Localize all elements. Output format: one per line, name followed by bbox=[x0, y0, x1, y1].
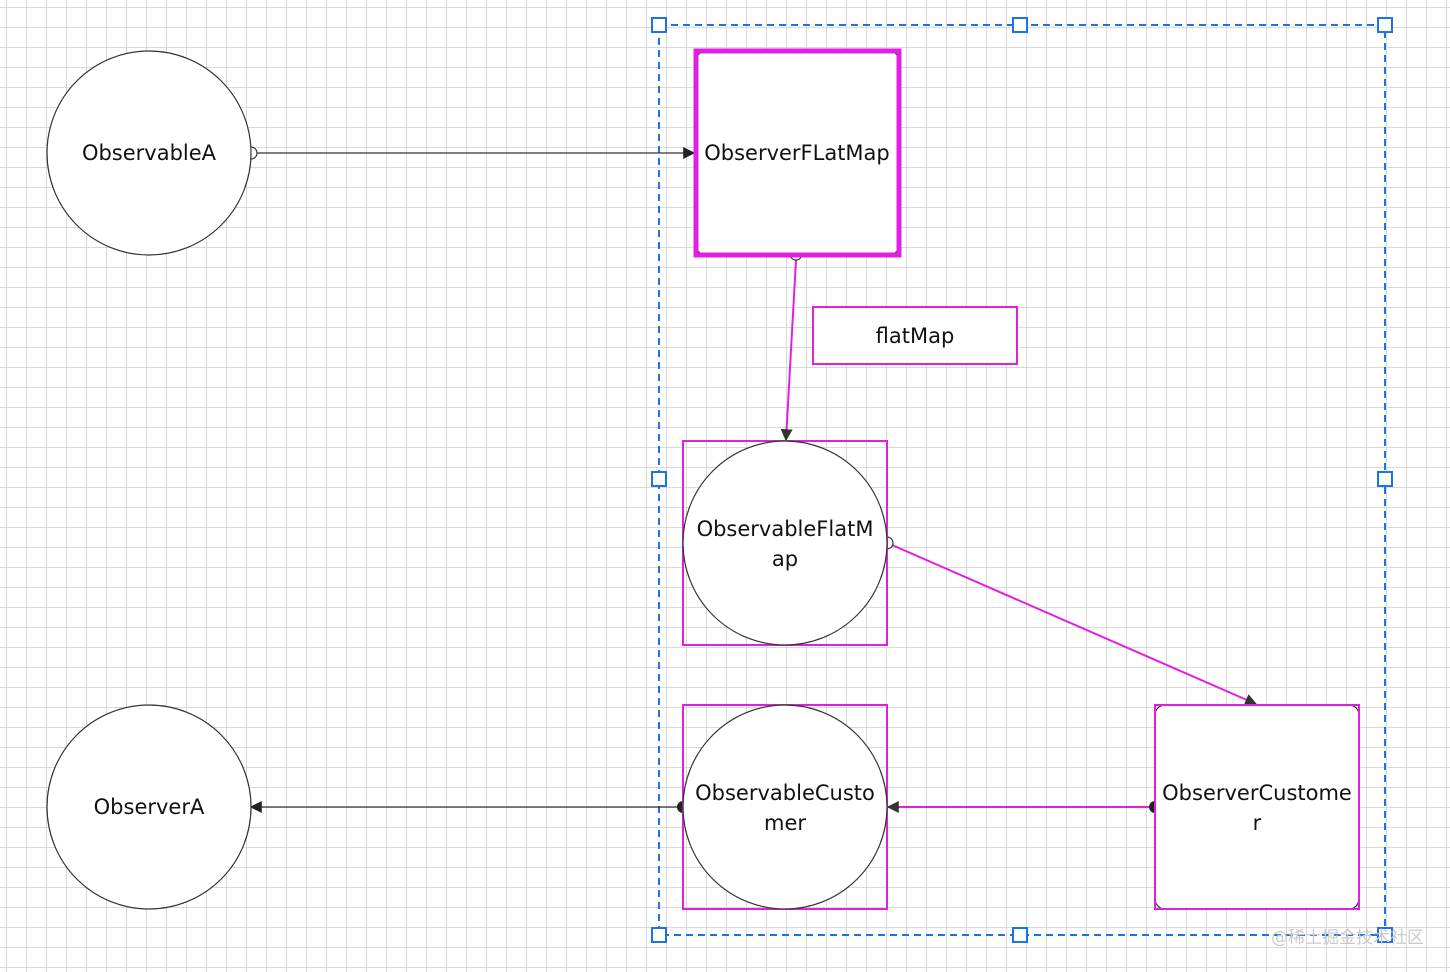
node-label: ObserverFLatMap bbox=[704, 141, 890, 165]
node-label-line-1: ObserverCustome bbox=[1162, 781, 1352, 805]
node-label-line-2: mer bbox=[764, 811, 806, 835]
node-label: ObserverA bbox=[94, 795, 205, 819]
resize-handle-right[interactable] bbox=[1377, 471, 1393, 487]
node-label-line-1: ObservableCusto bbox=[695, 781, 875, 805]
edge-label-text: flatMap bbox=[876, 324, 955, 348]
node-observable-flatmap[interactable]: ObservableFlatM ap bbox=[682, 440, 888, 646]
resize-handle-bottom-left[interactable] bbox=[651, 927, 667, 943]
node-label-line-2: ap bbox=[772, 547, 798, 571]
resize-handle-top[interactable] bbox=[1012, 17, 1028, 33]
resize-handle-left[interactable] bbox=[651, 471, 667, 487]
edge-observerflatmap-to-observableflatmap[interactable] bbox=[780, 259, 797, 442]
resize-handle-bottom[interactable] bbox=[1012, 927, 1028, 943]
node-observer-a[interactable]: ObserverA bbox=[46, 704, 252, 910]
node-label-line-2: r bbox=[1253, 811, 1262, 835]
node-observer-customer[interactable]: ObserverCustome r bbox=[1154, 704, 1360, 910]
node-observable-customer[interactable]: ObservableCusto mer bbox=[682, 704, 888, 910]
node-label-line-1: ObservableFlatM bbox=[697, 517, 874, 541]
selection-frame[interactable] bbox=[651, 17, 1393, 943]
resize-handle-top-right[interactable] bbox=[1377, 17, 1393, 33]
node-observable-a[interactable]: ObservableA bbox=[46, 50, 252, 256]
watermark: @稀土掘金技术社区 bbox=[1271, 928, 1424, 948]
edge-observableflatmap-to-observercustomer[interactable] bbox=[891, 544, 1258, 706]
resize-handle-top-left[interactable] bbox=[651, 17, 667, 33]
node-label: ObservableA bbox=[82, 141, 217, 165]
edge-label-flatmap[interactable]: flatMap bbox=[812, 306, 1018, 365]
resize-handle-bottom-right[interactable] bbox=[1377, 927, 1393, 943]
node-observer-flatmap[interactable]: ObserverFLatMap bbox=[693, 48, 902, 258]
